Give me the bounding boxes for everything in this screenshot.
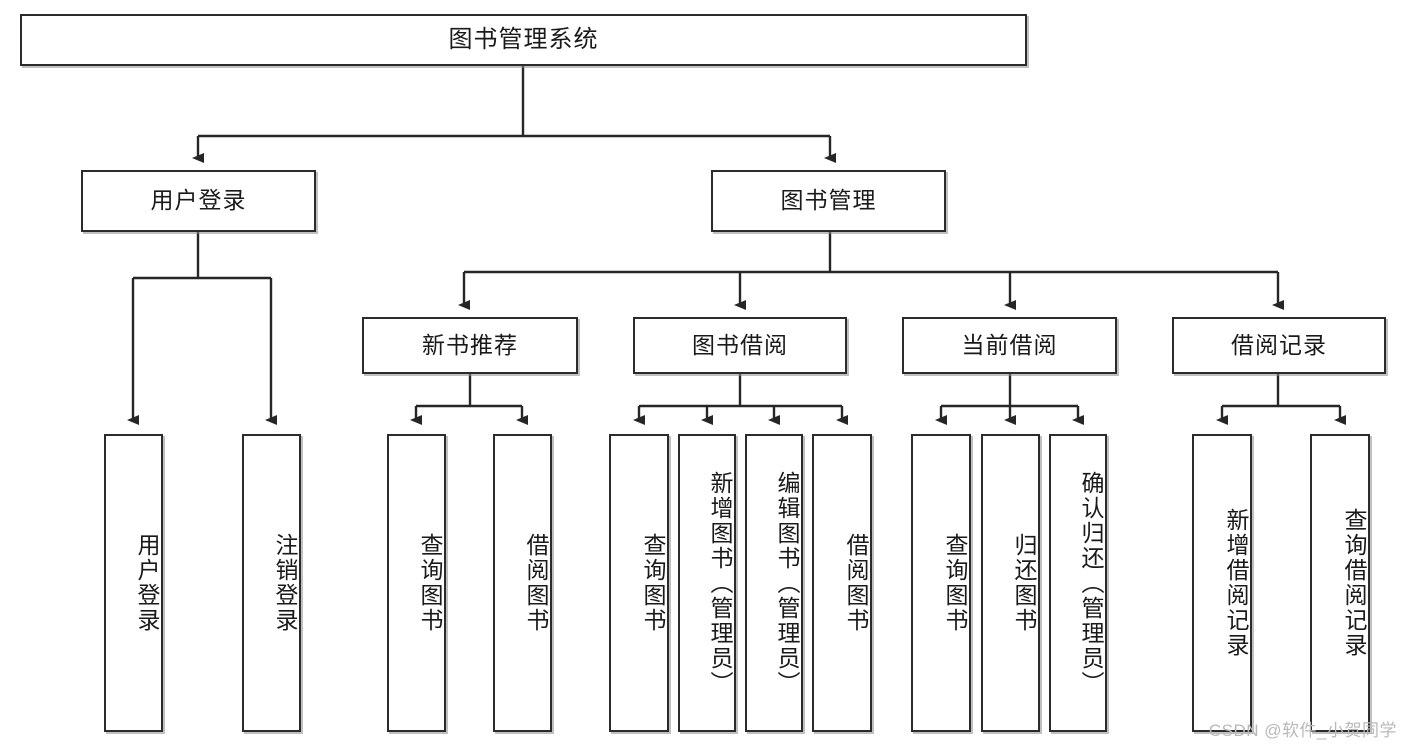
node-label: 借阅图书 (523, 533, 549, 633)
node-book-management[interactable]: 图书管理 (711, 170, 946, 232)
node-book-borrowing[interactable]: 图书借阅 (633, 317, 847, 374)
node-label: 借阅记录 (1231, 331, 1327, 358)
node-leaf-query-borrow-record[interactable]: 查询借阅记录 (1310, 434, 1370, 732)
node-leaf-logout-login[interactable]: 注销登录 (242, 434, 301, 732)
node-leaf-add-book-admin[interactable]: 新增图书（管理员） (678, 434, 736, 732)
node-label: 图书管理 (780, 187, 877, 214)
node-label: 查询借阅记录 (1341, 508, 1367, 658)
node-label: 新书推荐 (422, 331, 518, 358)
node-root-book-management-system[interactable]: 图书管理系统 (20, 14, 1027, 66)
node-leaf-confirm-return-admin[interactable]: 确认归还（管理员） (1049, 434, 1107, 732)
node-leaf-borrow-book-recommendation[interactable]: 借阅图书 (493, 434, 552, 732)
node-leaf-query-book-borrowing[interactable]: 查询图书 (609, 434, 669, 732)
node-leaf-query-book-recommendation[interactable]: 查询图书 (387, 434, 446, 732)
node-leaf-query-book-current[interactable]: 查询图书 (911, 434, 971, 732)
node-label: 新增图书（管理员） (707, 470, 733, 696)
node-label: 当前借阅 (961, 331, 1058, 358)
node-leaf-add-borrow-record[interactable]: 新增借阅记录 (1192, 434, 1252, 732)
node-label: 查询图书 (942, 533, 968, 633)
node-label: 图书管理系统 (448, 25, 599, 53)
node-new-book-recommendation[interactable]: 新书推荐 (362, 317, 578, 374)
csdn-watermark: CSDN @软件_小贺同学 (1208, 721, 1397, 740)
node-label: 新增借阅记录 (1223, 508, 1249, 658)
node-label: 借阅图书 (843, 533, 869, 633)
node-user-login[interactable]: 用户登录 (81, 170, 316, 232)
node-label: 查询图书 (417, 533, 443, 633)
node-leaf-return-book[interactable]: 归还图书 (981, 434, 1040, 732)
node-label: 确认归还（管理员） (1078, 470, 1104, 696)
node-current-borrowing[interactable]: 当前借阅 (902, 317, 1117, 374)
node-leaf-user-login[interactable]: 用户登录 (104, 434, 163, 732)
node-label: 用户登录 (150, 187, 247, 214)
node-label: 编辑图书（管理员） (774, 470, 800, 696)
node-leaf-borrow-book-borrowing[interactable]: 借阅图书 (812, 434, 872, 732)
node-label: 用户登录 (134, 533, 160, 633)
node-borrow-records[interactable]: 借阅记录 (1172, 317, 1386, 374)
node-label: 归还图书 (1011, 533, 1037, 633)
node-leaf-edit-book-admin[interactable]: 编辑图书（管理员） (745, 434, 803, 732)
node-label: 图书借阅 (692, 331, 788, 358)
node-label: 注销登录 (272, 533, 298, 633)
node-label: 查询图书 (640, 533, 666, 633)
